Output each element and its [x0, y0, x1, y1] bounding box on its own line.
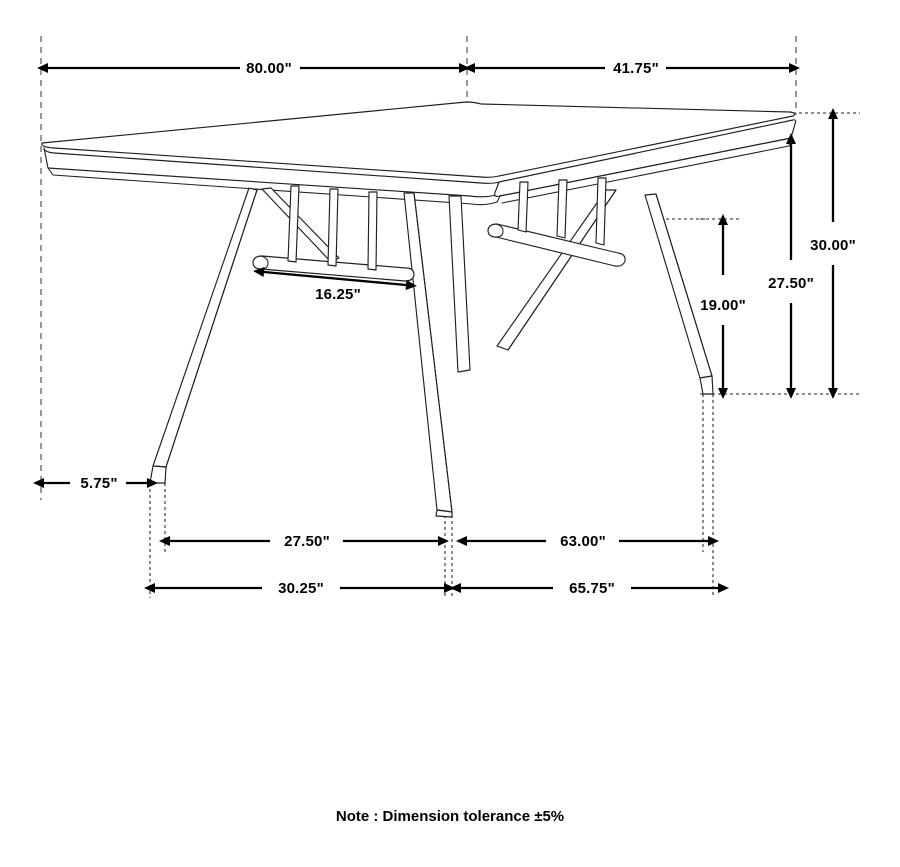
leg-left-front-inner — [165, 189, 258, 468]
dim-1625-label: 16.25" — [315, 286, 361, 303]
dim-63span-label: 63.00" — [560, 533, 606, 550]
stretcher-right-rail-cap — [495, 223, 504, 238]
leg-center-rear-stub — [448, 195, 471, 373]
table-edge-front-left — [43, 147, 501, 198]
dimension-80-inch: 80.00" — [37, 60, 470, 77]
dimension-5-75-inch: 5.75" — [33, 475, 158, 492]
spindle-left-1 — [287, 185, 300, 263]
table-top-bevel-left — [47, 167, 501, 206]
dimension-27-50-inch-height: 27.50" — [768, 133, 814, 399]
dimension-30-inch-height: 30.00" — [810, 108, 856, 399]
leg-right-front-inner — [655, 193, 713, 377]
tolerance-note: Note : Dimension tolerance ±5% — [336, 808, 564, 825]
spindle-right-2 — [556, 179, 568, 239]
dimension-63-inch-span: 63.00" — [456, 533, 719, 550]
dimension-19-inch: 19.00" — [700, 214, 746, 399]
leg-center-front-inner — [413, 192, 453, 513]
leg-right-foot — [699, 375, 714, 395]
dimension-27-50-inch-span: 27.50" — [159, 533, 449, 550]
dim-1625-line — [253, 267, 417, 290]
dimension-30-25-inch-span: 30.25" — [144, 580, 455, 597]
dim-275span-label: 27.50" — [284, 533, 330, 550]
leg-left-foot — [149, 465, 167, 484]
spindle-right-3 — [595, 177, 607, 246]
leg-left-rear — [261, 187, 340, 263]
dimension-65-75-inch-span: 65.75" — [450, 580, 729, 597]
dim-4175-label: 41.75" — [613, 60, 659, 77]
dim-3025span-label: 30.25" — [278, 580, 324, 597]
table-top-surface — [41, 101, 796, 178]
spindle-right-1 — [517, 181, 529, 233]
dim-275h-label: 27.50" — [768, 275, 814, 292]
stretcher-right-rail — [487, 223, 626, 267]
dimension-41-75-inch: 41.75" — [464, 60, 800, 77]
spindle-left-2 — [327, 188, 339, 267]
dim-80-label: 80.00" — [246, 60, 292, 77]
dim-575-label: 5.75" — [80, 475, 117, 492]
dim-6575span-label: 65.75" — [569, 580, 615, 597]
dim-19-label: 19.00" — [700, 297, 746, 314]
spindle-left-3 — [367, 191, 378, 271]
leg-center-foot — [435, 509, 453, 518]
dimension-16-25-inch: 16.25" — [253, 267, 417, 303]
dim-30-label: 30.00" — [810, 237, 856, 254]
